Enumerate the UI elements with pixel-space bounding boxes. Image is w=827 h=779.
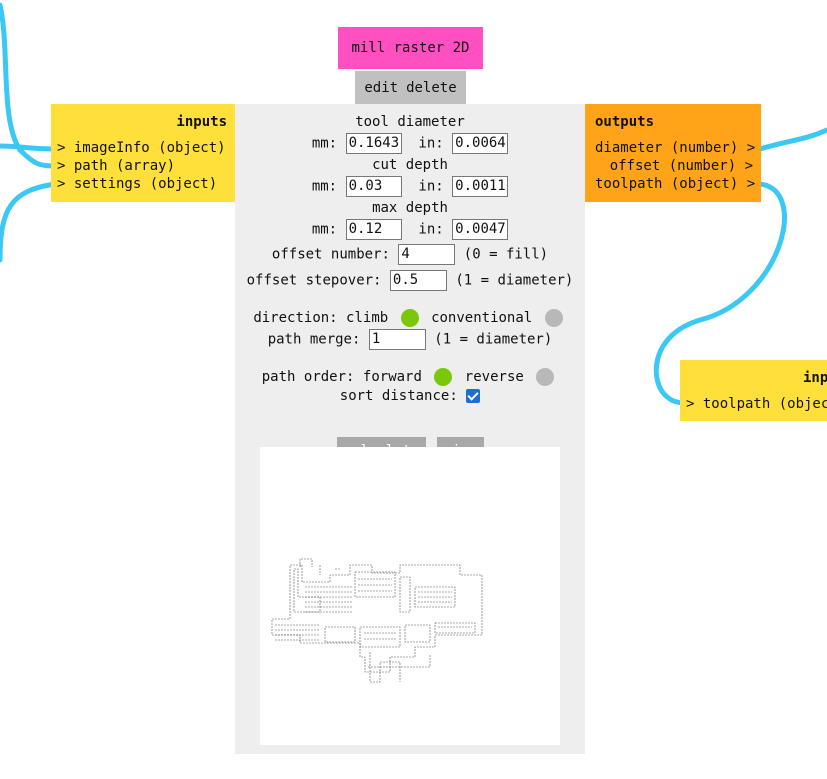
module-title[interactable]: mill raster 2D — [338, 27, 483, 69]
tool-diameter-in-label: in: — [418, 135, 444, 152]
sort-distance-row: sort distance: — [235, 386, 585, 406]
module-title-text: mill raster 2D — [351, 40, 470, 56]
edit-delete-bar: edit delete — [355, 71, 466, 104]
path-merge-row: path merge: 1 (1 = diameter) — [235, 329, 585, 350]
path-order-reverse-label: reverse — [464, 369, 524, 385]
tool-diameter-in-input[interactable]: 0.0064 — [452, 133, 509, 154]
path-merge-note: (1 = diameter) — [434, 331, 553, 348]
offset-stepover-label: offset stepover: — [246, 272, 382, 289]
wire-imageinfo — [0, 143, 59, 152]
cut-depth-in-label: in: — [418, 178, 444, 195]
offset-number-note: (0 = fill) — [463, 246, 549, 263]
path-order-row: path order: forward reverse — [235, 367, 585, 387]
wire-toolpath-out — [653, 181, 787, 406]
wire-path — [0, 2, 59, 169]
offset-number-input[interactable]: 4 — [398, 244, 456, 265]
direction-label: direction: — [253, 310, 338, 326]
tool-diameter-row: mm: 0.1643 in: 0.0064 — [235, 133, 585, 154]
cut-depth-mm-input[interactable]: 0.03 — [345, 176, 402, 197]
offset-number-row: offset number: 4 (0 = fill) — [235, 244, 585, 265]
sort-distance-checkbox[interactable] — [466, 389, 481, 403]
direction-row: direction: climb conventional — [235, 308, 585, 328]
path-merge-label: path merge: — [267, 331, 361, 348]
direction-conventional-radio[interactable] — [544, 309, 563, 327]
delete-button[interactable]: delete — [406, 79, 457, 96]
outputs-panel: outputs diameter (number) > offset (numb… — [585, 104, 761, 202]
outputs-header: outputs — [595, 114, 655, 130]
max-depth-row: mm: 0.12 in: 0.0047 — [235, 219, 585, 240]
offset-number-label: offset number: — [271, 246, 390, 263]
max-depth-in-label: in: — [418, 221, 444, 238]
sort-distance-label: sort distance: — [339, 388, 458, 404]
cut-depth-in-input[interactable]: 0.0011 — [452, 176, 509, 197]
edit-button[interactable]: edit — [364, 79, 399, 96]
output-port-toolpath[interactable]: toolpath (object) > — [595, 176, 756, 192]
wire-diameter — [757, 127, 827, 152]
path-merge-input[interactable]: 1 — [368, 329, 426, 350]
direction-climb-label: climb — [346, 310, 389, 326]
next-module-inputs: inputs > toolpath (object) — [680, 360, 827, 421]
next-inputs-header: inputs — [803, 370, 827, 386]
cut-depth-row: mm: 0.03 in: 0.0011 — [235, 176, 585, 197]
tool-diameter-mm-label: mm: — [311, 135, 338, 152]
output-port-offset[interactable]: offset (number) > — [609, 158, 753, 174]
input-port-imageinfo[interactable]: > imageInfo (object) — [57, 140, 226, 156]
wire-settings — [0, 181, 59, 263]
path-order-forward-label: forward — [362, 369, 422, 385]
path-order-label: path order: — [261, 369, 355, 385]
offset-stepover-row: offset stepover: 0.5 (1 = diameter) — [235, 270, 585, 291]
path-order-reverse-radio[interactable] — [536, 368, 555, 386]
cut-depth-mm-label: mm: — [311, 178, 338, 195]
path-order-forward-radio[interactable] — [434, 368, 453, 386]
offset-stepover-input[interactable]: 0.5 — [389, 270, 447, 291]
tool-diameter-mm-input[interactable]: 0.1643 — [345, 133, 402, 154]
tool-diameter-label: tool diameter — [355, 114, 465, 130]
toolpath-preview — [260, 447, 560, 745]
output-port-diameter[interactable]: diameter (number) > — [595, 140, 756, 156]
input-port-path[interactable]: > path (array) — [57, 158, 176, 174]
max-depth-label: max depth — [372, 200, 448, 216]
max-depth-in-input[interactable]: 0.0047 — [452, 219, 509, 240]
inputs-header: inputs — [176, 114, 227, 130]
max-depth-mm-input[interactable]: 0.12 — [345, 219, 402, 240]
offset-stepover-note: (1 = diameter) — [455, 272, 574, 289]
input-port-settings[interactable]: > settings (object) — [57, 176, 218, 192]
cut-depth-label: cut depth — [372, 157, 448, 173]
toolpath-preview-drawing — [271, 558, 483, 683]
direction-conventional-label: conventional — [431, 310, 533, 326]
max-depth-mm-label: mm: — [311, 221, 338, 238]
inputs-panel: inputs > imageInfo (object) > path (arra… — [51, 104, 235, 202]
direction-climb-radio[interactable] — [400, 309, 419, 327]
next-input-port-toolpath[interactable]: > toolpath (object) — [686, 396, 827, 412]
